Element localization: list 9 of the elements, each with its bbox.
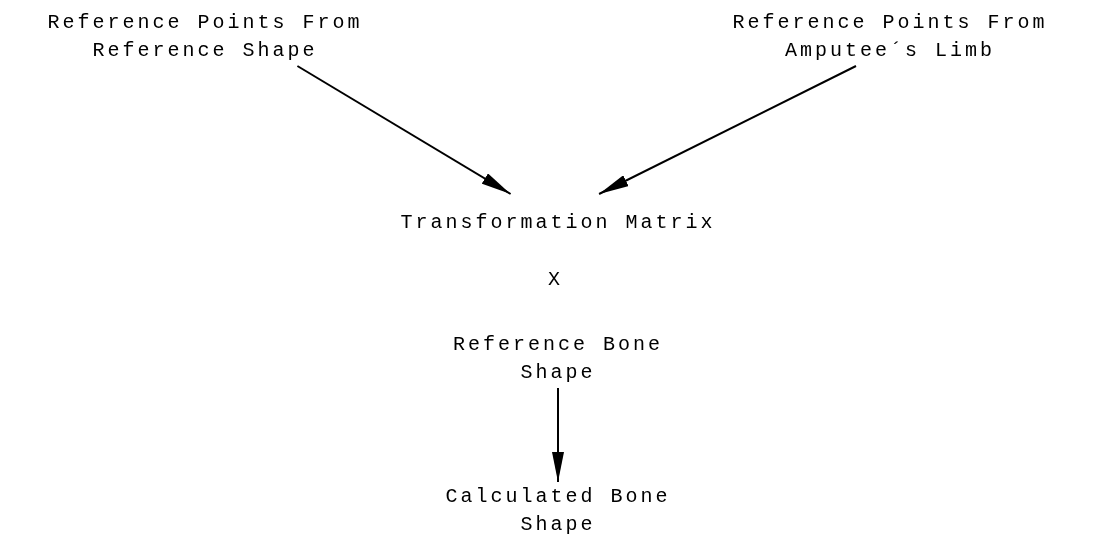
node-label: Reference Points From Reference Shape: [46, 10, 364, 64]
multiply-sign: X: [548, 267, 560, 293]
node-label: Reference Points From Amputee´s Limb: [731, 10, 1049, 64]
arrow: [598, 65, 857, 195]
arrow: [296, 65, 512, 195]
node-label: Calculated Bone Shape: [444, 484, 672, 538]
node-label: Reference Bone Shape: [452, 332, 664, 386]
node-label: Transformation Matrix: [400, 210, 716, 236]
arrow: [552, 387, 564, 483]
